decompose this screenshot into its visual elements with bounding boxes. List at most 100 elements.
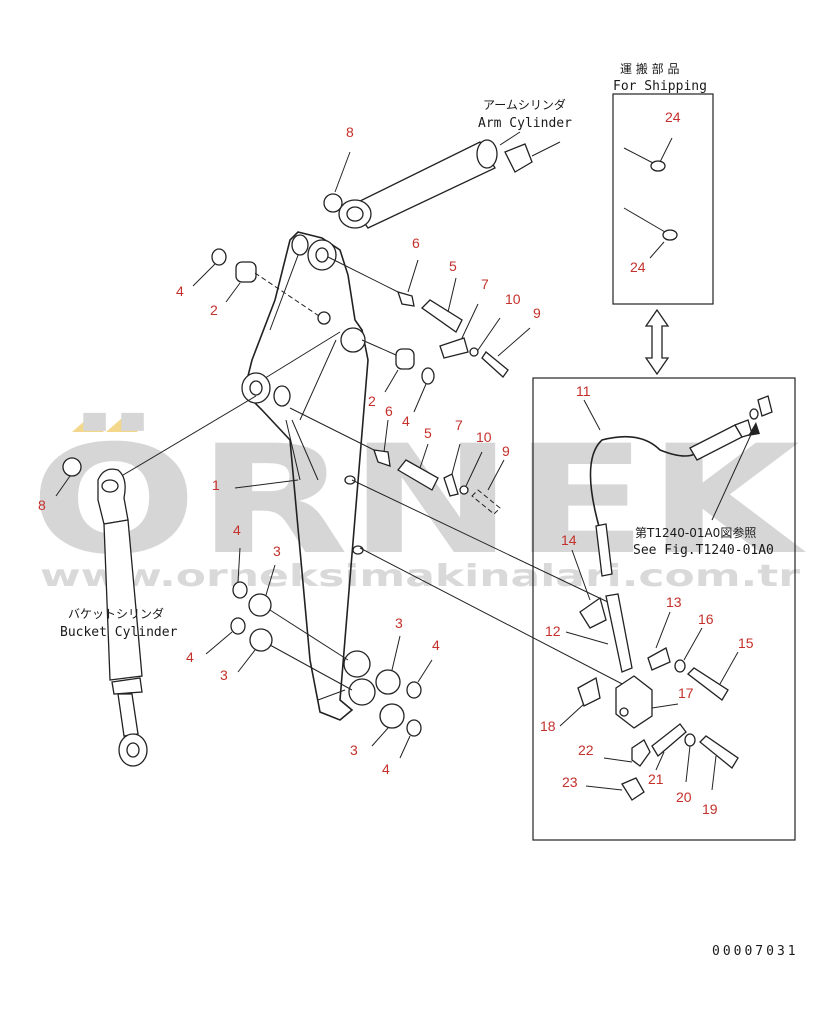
- part-3-lower-right-2: [379, 703, 405, 729]
- callout-23: 23: [562, 774, 578, 790]
- see-fig-label-jp: 第T1240-01A0図参照: [635, 525, 756, 540]
- callout-4b: 4: [402, 413, 410, 429]
- part-15: [687, 667, 729, 701]
- callout-9a: 9: [533, 305, 541, 321]
- see-fig-label-en: See Fig.T1240-01A0: [633, 543, 774, 558]
- watermark-accent-right: [106, 418, 138, 432]
- part-16: [674, 659, 686, 673]
- hose-part-11: [589, 435, 701, 531]
- pin-part-24-top: [650, 160, 666, 172]
- callout-14: 14: [561, 532, 577, 548]
- part-8-left: [62, 457, 82, 477]
- double-arrow: [644, 308, 670, 376]
- part-20: [684, 733, 696, 747]
- pin-part-24-bottom: [662, 229, 678, 241]
- callout-20: 20: [676, 789, 692, 805]
- callout-24a: 24: [665, 109, 681, 125]
- part-6-upper: [396, 291, 415, 307]
- callout-16: 16: [698, 611, 714, 627]
- bucket-cylinder: 8 バケットシリンダ Bucket Cylinder: [38, 395, 257, 767]
- part-3-lower-left-2: [249, 628, 273, 652]
- lower-pin-set: 6 5 7 10 9: [289, 403, 510, 515]
- callout-17: 17: [678, 685, 694, 701]
- part-6-lower: [373, 449, 391, 467]
- watermark-brand: ÖRNEK: [30, 412, 806, 588]
- callout-3c: 3: [395, 615, 403, 631]
- callout-4a: 4: [176, 283, 184, 299]
- callout-4e: 4: [432, 637, 440, 653]
- callout-6a: 6: [412, 235, 420, 251]
- callout-8b: 8: [38, 497, 46, 513]
- upper-pin-set: 6 5 7 10 9: [327, 235, 541, 378]
- part-18: [577, 676, 601, 707]
- shipping-section: 運 搬 部 品 For Shipping 24 24: [612, 61, 714, 305]
- part-5-lower: [397, 459, 439, 491]
- part-13: [647, 647, 671, 671]
- part-19: [699, 735, 739, 769]
- arm-mid-boss: [340, 327, 366, 353]
- callout-5a: 5: [449, 258, 457, 274]
- part-8-top: [323, 193, 343, 213]
- callout-19: 19: [702, 801, 718, 817]
- part-7-upper: [439, 337, 469, 359]
- callout-9b: 9: [502, 443, 510, 459]
- callout-4f: 4: [382, 761, 390, 777]
- callout-10b: 10: [476, 429, 492, 445]
- bucket-cylinder-rod-end: [97, 468, 129, 525]
- shipping-title-en: For Shipping: [613, 79, 707, 94]
- arm-cylinder: アームシリンダ Arm Cylinder 8: [323, 97, 572, 229]
- callout-10a: 10: [505, 291, 521, 307]
- callout-4d: 4: [186, 649, 194, 665]
- callout-2a: 2: [210, 302, 218, 318]
- part-4-lower-left-1: [232, 581, 248, 599]
- watermark-accent-left: [72, 418, 104, 432]
- lower-bushings: 4 3 4 3 3 4 3 4: [186, 522, 440, 777]
- watermark: ÖRNEK www.orneksimakinalari.com.tr: [30, 412, 806, 594]
- callout-3a: 3: [273, 543, 281, 559]
- part-4-lower-right-1: [406, 681, 422, 699]
- parts-2-4-middle: 2 4: [361, 339, 435, 429]
- callout-3b: 3: [220, 667, 228, 683]
- part-4-lower-right-2: [406, 719, 422, 737]
- arm-lower-boss-2: [348, 678, 376, 706]
- part-9-lower: [471, 489, 501, 515]
- part-14: [579, 596, 607, 629]
- callout-3d: 3: [350, 742, 358, 758]
- part-17: [615, 675, 653, 729]
- callout-5b: 5: [424, 425, 432, 441]
- part-2-middle: [395, 348, 415, 370]
- callout-13: 13: [666, 594, 682, 610]
- drawing-number: 00007031: [712, 944, 799, 959]
- callout-18: 18: [540, 718, 556, 734]
- part-10-upper: [469, 347, 479, 357]
- callout-4c: 4: [233, 522, 241, 538]
- part-3-lower-right-1: [375, 669, 401, 695]
- arm-lower-boss-1: [343, 650, 371, 678]
- part-4-upper-left: [211, 248, 227, 266]
- part-22: [631, 739, 651, 767]
- callout-2b: 2: [368, 393, 376, 409]
- callout-22: 22: [578, 742, 594, 758]
- part-5-upper: [420, 299, 463, 333]
- arm-body: 1: [212, 231, 376, 721]
- callout-6b: 6: [385, 403, 393, 419]
- callout-24b: 24: [630, 259, 646, 275]
- part-21: [651, 723, 687, 757]
- part-2-upper-left: [235, 261, 257, 283]
- part-23: [621, 777, 645, 801]
- arm-cylinder-label-en: Arm Cylinder: [478, 116, 572, 131]
- callout-1: 1: [212, 477, 220, 493]
- part-12: [605, 593, 633, 673]
- part-10-lower: [459, 485, 469, 495]
- callout-8a: 8: [346, 124, 354, 140]
- callout-11: 11: [576, 383, 591, 399]
- part-3-lower-left-1: [248, 593, 272, 617]
- shipping-title-jp: 運 搬 部 品: [620, 61, 679, 76]
- bucket-cylinder-label-jp: バケットシリンダ: [68, 606, 164, 621]
- part-9-upper: [481, 351, 509, 378]
- callout-15: 15: [738, 635, 754, 651]
- detail-box: [532, 377, 796, 841]
- watermark-url: www.orneksimakinalari.com.tr: [40, 559, 800, 594]
- part-4-middle: [421, 367, 435, 385]
